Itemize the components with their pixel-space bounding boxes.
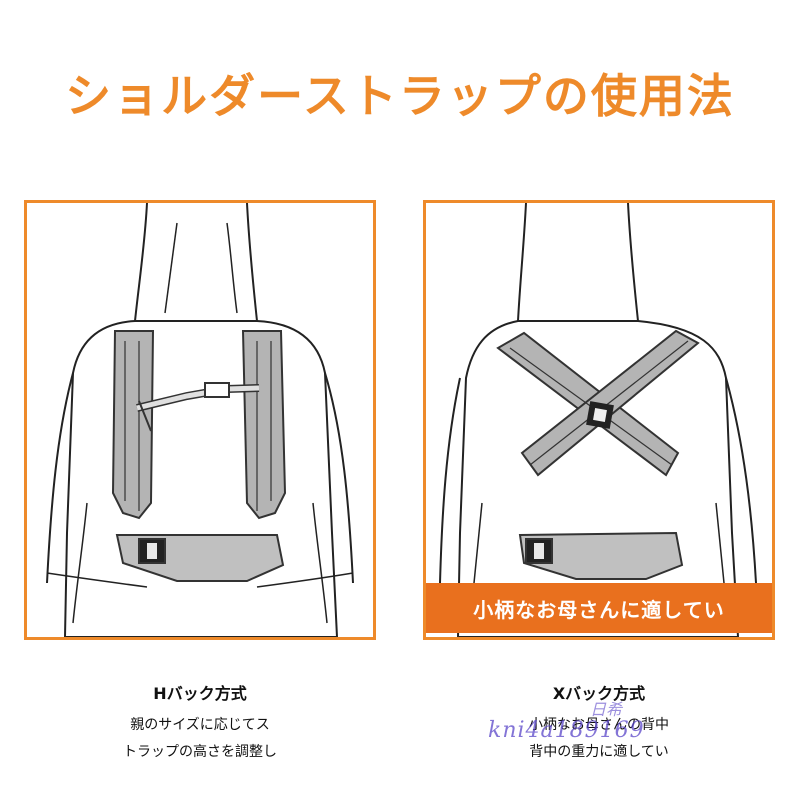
x-back-caption-line: 背中の重力に適してい	[529, 744, 669, 760]
x-back-panel: 小柄なお母さんに適してい	[423, 200, 775, 640]
h-back-caption: Hバック方式 親のサイズに応じてス トラップの高さを調整し	[24, 680, 376, 766]
x-back-caption: Xバック方式 小柄なお母さんの背中 背中の重力に適してい	[423, 680, 775, 766]
h-back-caption-title: Hバック方式	[153, 684, 247, 703]
h-back-caption-line: トラップの高さを調整し	[123, 744, 277, 760]
watermark: kni4a189169	[488, 718, 645, 743]
x-back-caption-line: 小柄なお母さんの背中	[529, 717, 669, 733]
h-back-panel	[24, 200, 376, 640]
x-back-caption-title: Xバック方式	[552, 684, 646, 703]
x-back-illustration	[439, 203, 757, 637]
x-back-banner: 小柄なお母さんに適してい	[426, 583, 772, 633]
page-title: ショルダーストラップの使用法	[65, 69, 735, 123]
h-back-caption-line: 親のサイズに応じてス	[130, 717, 270, 733]
h-back-illustration	[46, 203, 354, 637]
watermark-top: 日希	[590, 700, 623, 719]
